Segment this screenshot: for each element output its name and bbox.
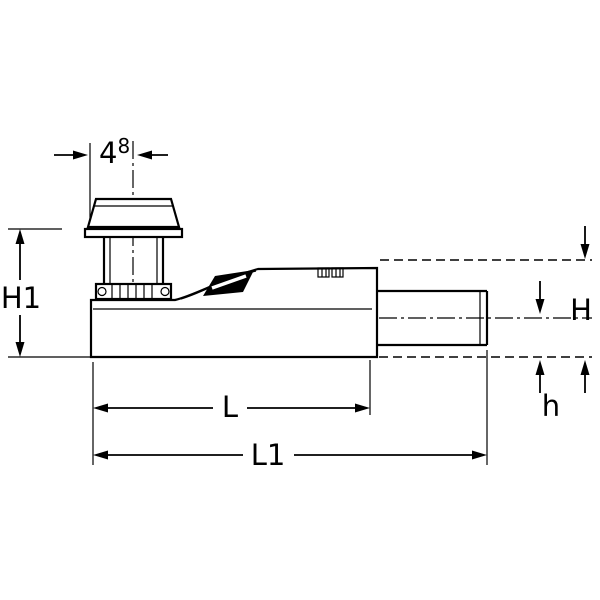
h-offset-label: h: [542, 389, 560, 423]
h1-arrowhead-bottom: [15, 342, 25, 357]
reference-lines: [8, 143, 592, 465]
clamp-knurling: [111, 285, 153, 298]
clip-hatching: [321, 268, 341, 277]
clamp-screw-left: [97, 286, 107, 297]
l1-label: L1: [251, 438, 286, 472]
h-offset-arrowhead-right: [580, 360, 590, 375]
width-arrowhead-right: [137, 150, 152, 160]
clamp-nut: [94, 282, 173, 301]
h-arrowhead-top: [580, 244, 590, 259]
h1-arrowhead-top: [15, 229, 25, 244]
clamp-screw-right: [160, 286, 170, 297]
dimension-height-offset: h: [535, 360, 590, 423]
outlet-pipe: [377, 289, 489, 347]
molded-grip-stripe: [211, 274, 247, 290]
width-arrowhead-left: [73, 150, 88, 160]
dimension-length-total: L1: [93, 438, 487, 472]
top-clip-right: [331, 267, 344, 278]
top-clip-left: [317, 267, 330, 278]
dimension-height-outlet: H: [535, 226, 592, 327]
l-arrowhead-left: [93, 403, 108, 413]
h1-label: H1: [1, 281, 41, 315]
cap-outline: [86, 197, 181, 229]
drain-neck: [102, 237, 165, 284]
clamp-band: [94, 282, 173, 301]
l1-arrowhead-right: [472, 450, 487, 460]
h-offset-arrowhead-left: [535, 360, 545, 375]
dimension-height-total: H1: [1, 229, 41, 357]
grate-cap: [86, 197, 181, 229]
dimension-width-top: 48: [54, 134, 168, 170]
drain-assembly: [83, 197, 489, 359]
h-arrowhead-mid: [535, 299, 545, 314]
l1-arrowhead-left: [93, 450, 108, 460]
l-arrowhead-right: [355, 403, 370, 413]
flange: [83, 227, 184, 239]
width-top-label: 48: [99, 134, 130, 170]
dimension-length-body: L: [93, 390, 370, 424]
l-label: L: [222, 390, 238, 424]
h-label: H: [570, 293, 592, 327]
